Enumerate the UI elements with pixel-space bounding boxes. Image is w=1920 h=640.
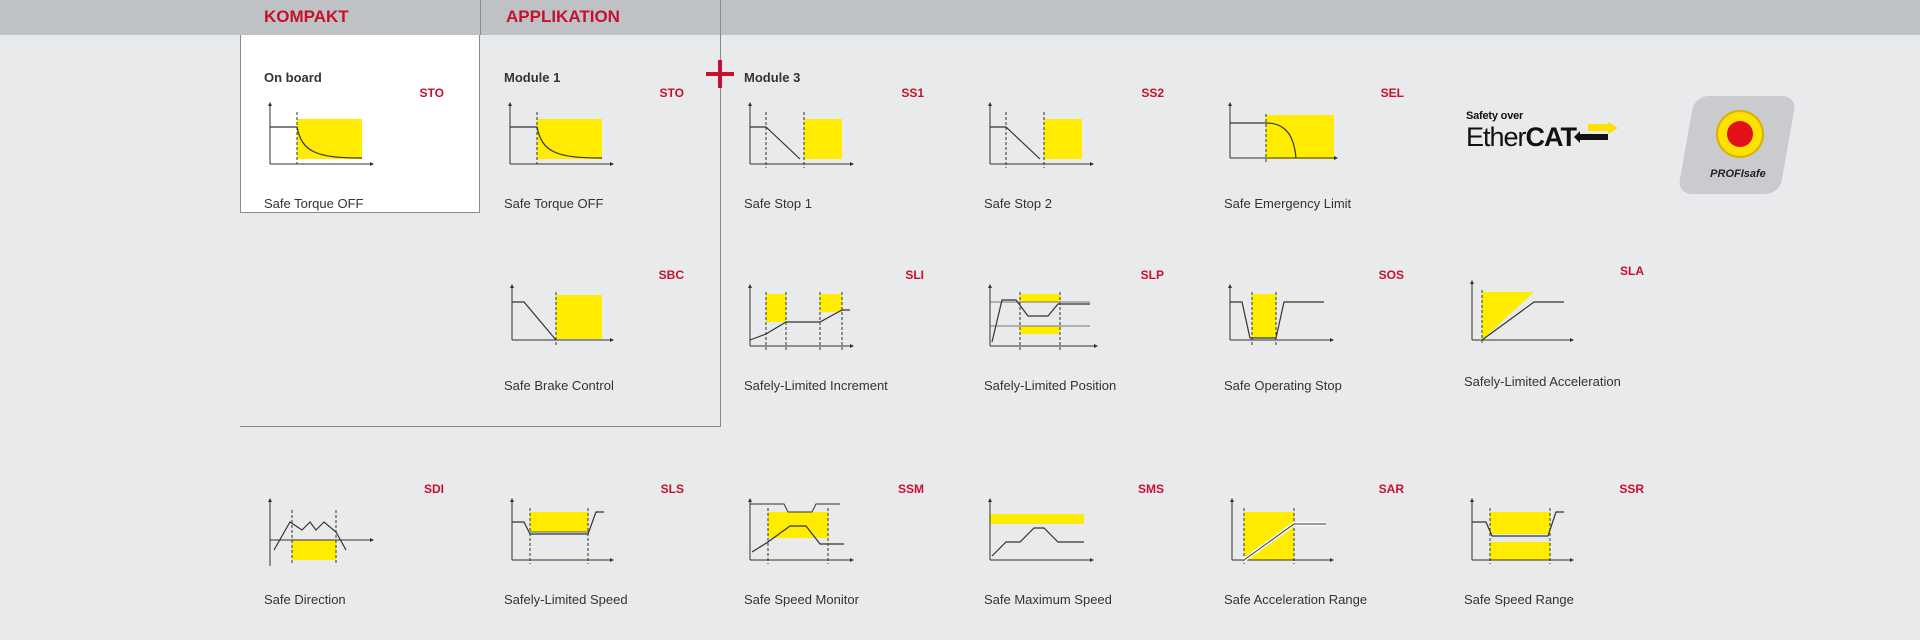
function-code: SOS — [1378, 268, 1404, 282]
function-label: Safe Torque OFF — [504, 196, 604, 211]
function-code: SAR — [1378, 482, 1404, 496]
function-code: SSR — [1619, 482, 1644, 496]
slp-diagram-icon — [988, 284, 1098, 350]
function-label: Safe Stop 1 — [744, 196, 812, 211]
function-code: SLS — [660, 482, 684, 496]
function-label: Safe Speed Monitor — [744, 592, 859, 607]
function-code: SMS — [1137, 482, 1164, 496]
cell-head: Module 3 — [744, 70, 801, 85]
sdi-diagram-icon — [268, 498, 374, 566]
sla-diagram-icon — [1470, 280, 1574, 344]
function-label: Safe Brake Control — [504, 378, 614, 393]
divider — [480, 0, 481, 35]
sto-diagram-icon — [508, 102, 614, 166]
function-code: SLI — [905, 268, 924, 282]
section-title-kompakt: KOMPAKT — [264, 7, 349, 26]
emergency-button-dot-icon — [1727, 121, 1753, 147]
function-label: Safely-Limited Increment — [744, 378, 888, 393]
sar-diagram-icon — [1230, 498, 1334, 564]
function-ss1: Module 3 SS1 Safe Stop 1 — [720, 44, 960, 214]
ss2-diagram-icon — [988, 102, 1094, 168]
sms-diagram-icon — [988, 498, 1094, 562]
function-label: Safe Direction — [264, 592, 346, 607]
sto-diagram-icon — [268, 102, 374, 166]
function-code: SEL — [1380, 86, 1404, 100]
function-sto-onboard: On board STO Safe Torque OFF — [240, 44, 480, 214]
function-sto-module1: Module 1 STO Safe Torque OFF — [480, 44, 720, 214]
function-sar: SAR Safe Acceleration Range — [1200, 440, 1440, 610]
ethercat-wordmark: EtherCAT — [1466, 122, 1577, 152]
section-title-applikation: APPLIKATION — [506, 7, 620, 26]
ethercat-tagline: Safety over — [1466, 110, 1524, 122]
function-code: STO — [419, 86, 444, 100]
sli-diagram-icon — [748, 284, 854, 350]
function-sbc: SBC Safe Brake Control — [480, 226, 720, 396]
function-sos: SOS Safe Operating Stop — [1200, 226, 1440, 396]
function-label: Safely-Limited Speed — [504, 592, 628, 607]
sls-diagram-icon — [510, 498, 614, 564]
function-code: SS2 — [1141, 86, 1164, 100]
ssm-diagram-icon — [748, 498, 854, 564]
cell-head: On board — [264, 70, 322, 85]
sos-diagram-icon — [1228, 284, 1334, 346]
function-sli: SLI Safely-Limited Increment — [720, 226, 960, 396]
function-code: STO — [659, 86, 684, 100]
function-label: Safe Stop 2 — [984, 196, 1052, 211]
plus-icon — [706, 60, 734, 88]
function-label: Safe Speed Range — [1464, 592, 1574, 607]
ss1-diagram-icon — [748, 102, 854, 168]
sbc-diagram-icon — [510, 284, 614, 346]
profisafe-logo: PROFIsafe — [1677, 96, 1797, 194]
function-label: Safe Emergency Limit — [1224, 196, 1352, 211]
function-label: Safe Operating Stop — [1224, 378, 1342, 393]
function-sdi: SDI Safe Direction — [240, 440, 480, 610]
function-ssr: SSR Safe Speed Range — [1440, 440, 1680, 610]
ethercat-arrow-icon — [1574, 122, 1618, 143]
profisafe-wordmark: PROFIsafe — [1710, 168, 1766, 180]
function-sla: SLA Safely-Limited Acceleration — [1440, 222, 1680, 392]
function-ssm: SSM Safe Speed Monitor — [720, 440, 960, 610]
sel-diagram-icon — [1228, 102, 1338, 164]
function-code: SBC — [658, 268, 684, 282]
applikation-border-right — [720, 0, 721, 426]
function-label: Safe Torque OFF — [264, 196, 364, 211]
function-label: Safe Maximum Speed — [984, 592, 1112, 607]
function-code: SS1 — [901, 86, 924, 100]
function-label: Safe Acceleration Range — [1224, 592, 1368, 607]
function-code: SLP — [1140, 268, 1164, 282]
applikation-border-bottom — [240, 426, 721, 427]
function-slp: SLP Safely-Limited Position — [960, 226, 1200, 396]
function-code: SLA — [1620, 264, 1644, 278]
header-bar — [0, 0, 1920, 35]
function-code: SSM — [897, 482, 924, 496]
function-sel: SEL Safe Emergency Limit — [1200, 44, 1440, 214]
ssr-diagram-icon — [1470, 498, 1574, 564]
function-label: Safely-Limited Position — [984, 378, 1117, 393]
cell-head: Module 1 — [504, 70, 561, 85]
function-label: Safely-Limited Acceleration — [1464, 374, 1621, 389]
ethercat-logo: Safety over EtherCAT — [1466, 110, 1618, 160]
function-ss2: SS2 Safe Stop 2 — [960, 44, 1200, 214]
function-code: SDI — [423, 482, 444, 496]
function-sls: SLS Safely-Limited Speed — [480, 440, 720, 610]
function-sms: SMS Safe Maximum Speed — [960, 440, 1200, 610]
